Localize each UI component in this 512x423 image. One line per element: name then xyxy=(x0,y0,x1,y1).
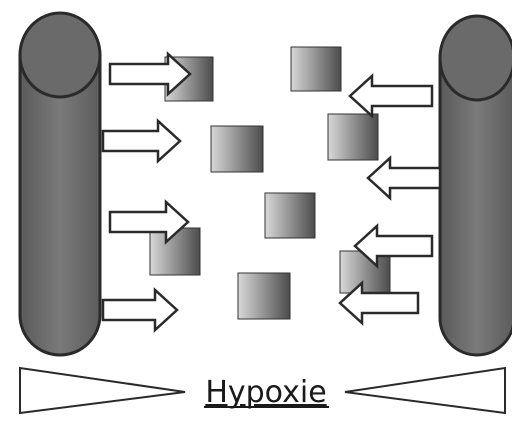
arrow-left xyxy=(348,73,434,119)
molecule-square xyxy=(327,113,379,161)
arrow-left xyxy=(338,280,420,326)
molecule-square xyxy=(237,272,291,320)
arrow-left xyxy=(353,223,434,269)
arrow-left xyxy=(366,155,442,201)
molecule-square xyxy=(290,46,342,92)
arrow-right xyxy=(101,287,179,333)
molecule-square xyxy=(210,125,264,173)
hypoxia-gradient-wedges xyxy=(19,366,506,415)
arrows-out-right xyxy=(338,73,442,326)
left-vessel-cylinder xyxy=(18,11,102,357)
arrow-right xyxy=(101,118,182,164)
molecule-square xyxy=(339,250,391,294)
left-wedge xyxy=(19,366,186,415)
arrow-right xyxy=(108,51,192,97)
molecule-square xyxy=(149,227,201,276)
molecule-squares xyxy=(149,46,391,320)
arrows-out-left xyxy=(101,51,192,333)
arrow-right xyxy=(108,199,190,245)
hypoxia-label: Hypoxie xyxy=(205,375,326,410)
right-vessel-cylinder xyxy=(438,14,512,357)
molecule-square xyxy=(264,192,316,239)
right-wedge xyxy=(344,366,506,415)
